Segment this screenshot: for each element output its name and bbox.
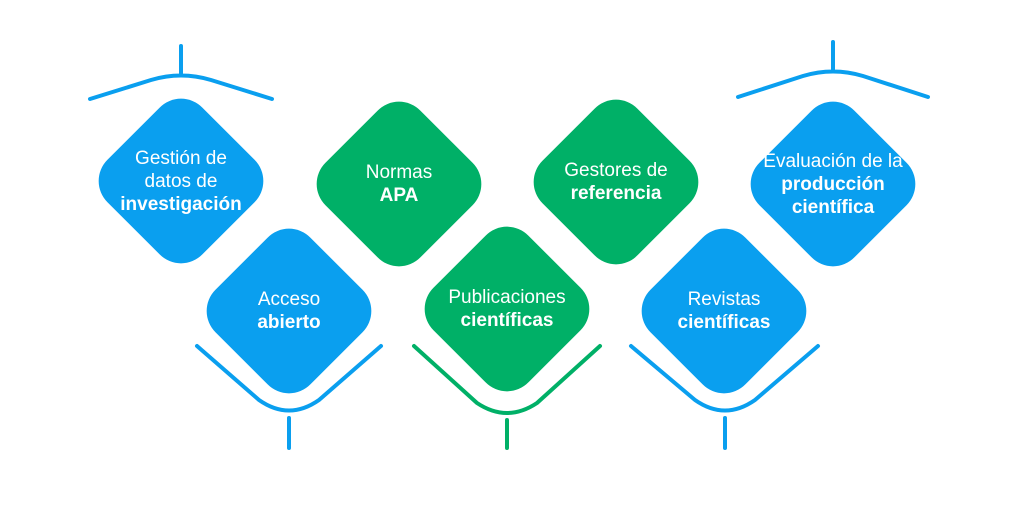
tile-text-line: Revistas bbox=[687, 289, 761, 310]
tile-text-bold: investigación bbox=[120, 193, 242, 215]
tile-gestores-referencia: Gestores de referencia bbox=[521, 87, 711, 277]
tile-text-bold: científica bbox=[791, 196, 875, 218]
tile-gestion-datos: Gestión de datos de investigación bbox=[86, 86, 276, 276]
connector-top-evaluacion bbox=[736, 40, 930, 99]
tile-label: Normas APA bbox=[304, 89, 494, 279]
tile-normas-apa: Normas APA bbox=[304, 89, 494, 279]
tile-publicaciones-cientificas: Publicaciones científicas bbox=[412, 214, 602, 404]
tile-text-bold: referencia bbox=[570, 183, 662, 204]
tile-label: Publicaciones científicas bbox=[412, 214, 602, 404]
tile-text-bold: científicas bbox=[677, 312, 771, 333]
tile-text-line: Normas bbox=[365, 162, 433, 183]
tile-label: Gestores de referencia bbox=[521, 87, 711, 277]
tile-text-line: datos de bbox=[144, 170, 218, 192]
tile-text-line: Gestores de bbox=[564, 160, 668, 181]
connector-bottom-publicaciones bbox=[412, 344, 602, 450]
tile-label: Acceso abierto bbox=[194, 216, 384, 406]
tile-text-line: Publicaciones bbox=[448, 287, 566, 308]
tile-acceso-abierto: Acceso abierto bbox=[194, 216, 384, 406]
tile-label: Evaluación de la producción científica bbox=[738, 89, 928, 279]
connector-bottom-acceso bbox=[195, 344, 383, 450]
tile-label: Revistas científicas bbox=[629, 216, 819, 406]
tile-text-line: Gestión de bbox=[135, 147, 227, 169]
tile-text-bold: abierto bbox=[257, 312, 321, 333]
tile-text-bold: científicas bbox=[460, 310, 554, 331]
tile-text-line: Evaluación de la bbox=[763, 150, 903, 172]
tile-evaluacion-produccion: Evaluación de la producción científica bbox=[738, 89, 928, 279]
tile-label: Gestión de datos de investigación bbox=[86, 86, 276, 276]
connector-bottom-revistas bbox=[629, 344, 820, 450]
tile-text-bold: APA bbox=[379, 185, 419, 206]
tile-text-bold: producción bbox=[781, 173, 885, 195]
connector-top-gestion bbox=[88, 44, 274, 101]
tile-text-line: Acceso bbox=[257, 289, 321, 310]
tile-revistas-cientificas: Revistas científicas bbox=[629, 216, 819, 406]
